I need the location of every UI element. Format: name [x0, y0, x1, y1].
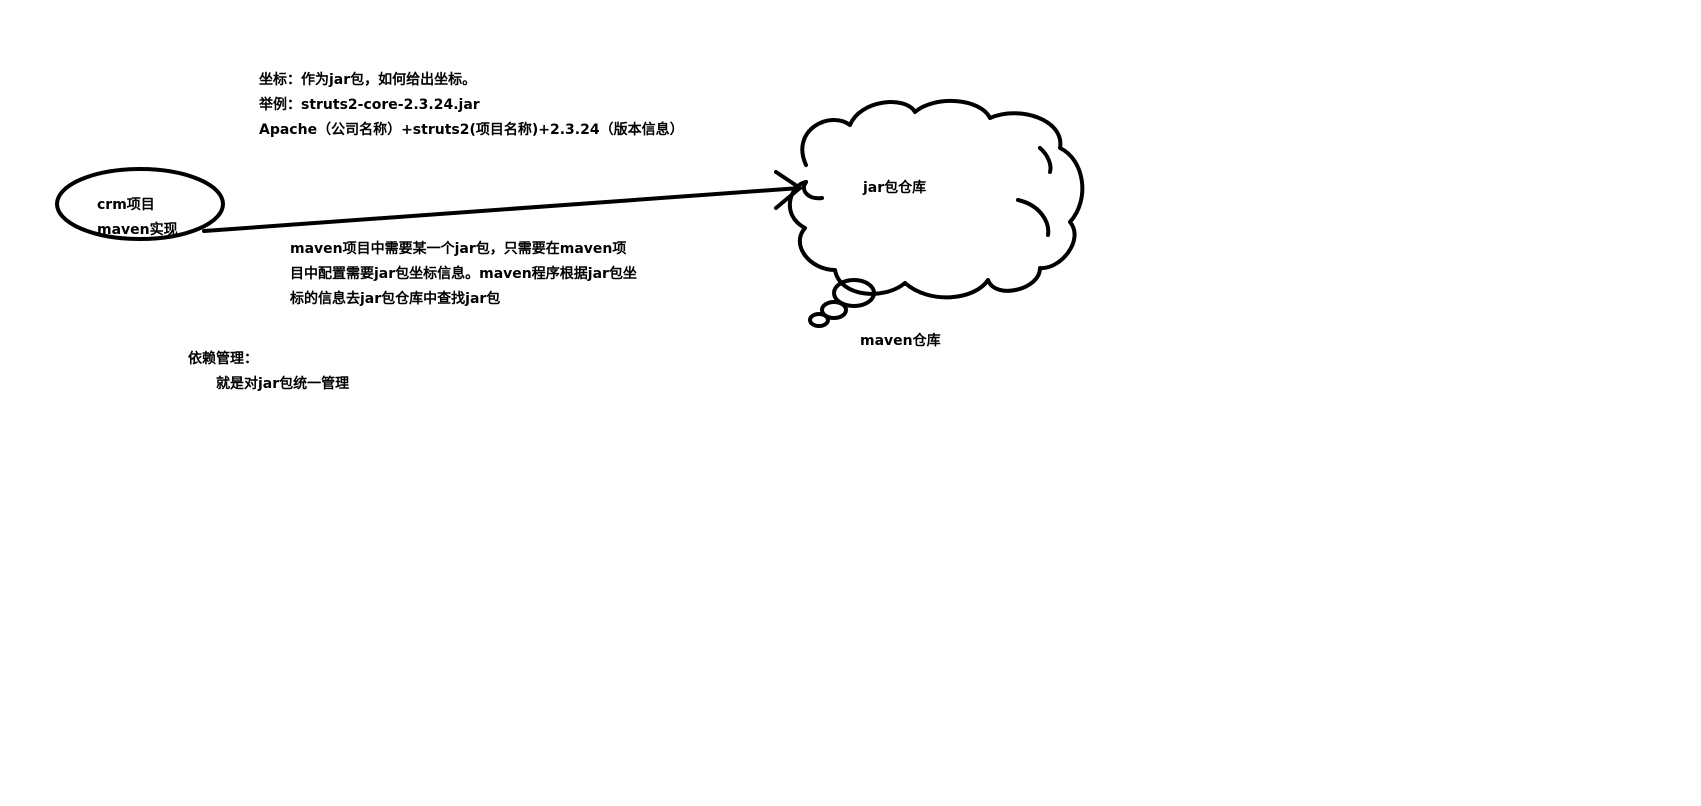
cloud-curl-stroke	[1038, 146, 1053, 174]
maven-repository-caption: maven仓库	[860, 333, 941, 349]
dependency-management-title: 依赖管理：	[188, 351, 258, 367]
arrow-description-line: maven项目中需要某一个jar包，只需要在maven项	[290, 241, 627, 257]
jar-repository-cloud	[787, 99, 1085, 300]
dependency-arrow-head	[774, 170, 802, 210]
crm-project-line: maven实现	[97, 222, 178, 238]
dependency-management-description: 就是对jar包统一管理	[216, 376, 350, 392]
coordinates-note-line: 坐标：作为jar包，如何给出坐标。	[259, 72, 477, 88]
arrow-description: maven项目中需要某一个jar包，只需要在maven项 目中配置需要jar包坐…	[290, 237, 637, 312]
coordinates-note-line: 举例：struts2-core-2.3.24.jar	[259, 97, 480, 113]
coordinates-note: 坐标：作为jar包，如何给出坐标。 举例：struts2-core-2.3.24…	[259, 68, 684, 143]
jar-repository-label: jar包仓库	[863, 180, 927, 196]
crm-project-line: crm项目	[97, 197, 155, 213]
thought-bubble-medium	[820, 300, 848, 320]
cloud-curl-stroke	[802, 180, 824, 201]
dependency-arrow-line	[202, 186, 802, 233]
coordinates-note-line: Apache（公司名称）+struts2(项目名称)+2.3.24（版本信息）	[259, 122, 684, 138]
crm-project-ellipse	[55, 167, 225, 241]
cloud-curl-stroke	[1016, 198, 1051, 237]
thought-bubble-large	[832, 278, 876, 308]
arrow-description-line: 标的信息去jar包仓库中查找jar包	[290, 291, 501, 307]
crm-project-label: crm项目 maven实现	[97, 193, 178, 243]
thought-bubble-small	[808, 312, 830, 328]
arrow-description-line: 目中配置需要jar包坐标信息。maven程序根据jar包坐	[290, 266, 637, 282]
